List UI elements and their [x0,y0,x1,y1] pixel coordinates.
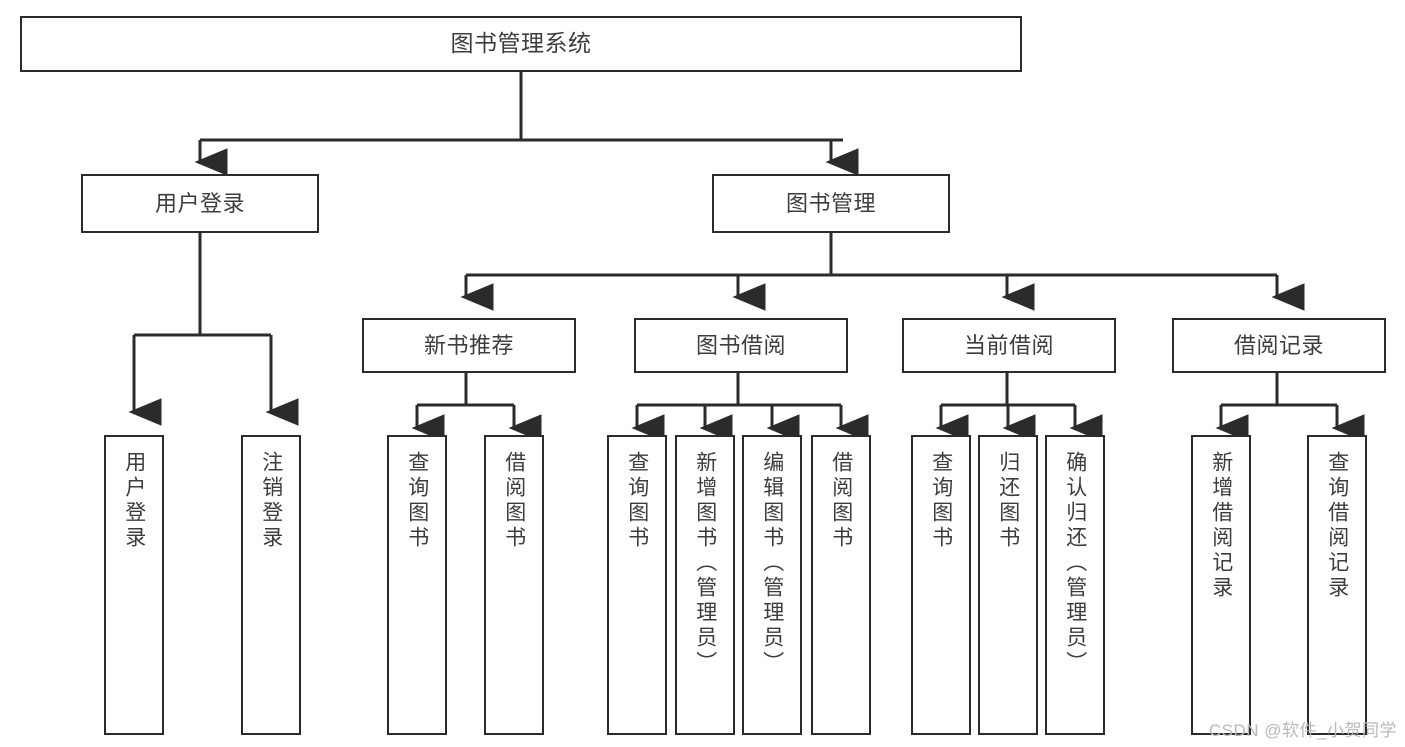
leaf-return-books[interactable]: 归还图书 [978,435,1038,735]
node-current-borrow[interactable]: 当前借阅 [902,318,1116,373]
leaf-borrow-books-label: 借阅图书 [829,451,853,551]
leaf-logout[interactable]: 注销登录 [241,435,301,735]
leaf-borrow-books[interactable]: 借阅图书 [811,435,871,735]
leaf-edit-book-admin[interactable]: 编辑图书（管理员） [742,435,802,735]
leaf-edit-book-admin-label: 编辑图书（管理员） [760,451,784,676]
leaf-add-borrow-record[interactable]: 新增借阅记录 [1191,435,1251,735]
node-book-borrow[interactable]: 图书借阅 [634,318,848,373]
node-book-management-label: 图书管理 [785,190,876,216]
leaf-query-books-current[interactable]: 查询图书 [911,435,971,735]
node-borrow-records[interactable]: 借阅记录 [1172,318,1386,373]
node-new-book-recommend-label: 新书推荐 [423,332,514,358]
leaf-logout-label: 注销登录 [259,451,283,551]
leaf-query-books-borrow[interactable]: 查询图书 [607,435,667,735]
node-user-login-label: 用户登录 [154,190,245,216]
leaf-user-login-label: 用户登录 [122,451,146,551]
leaf-confirm-return-admin[interactable]: 确认归还（管理员） [1045,435,1105,735]
leaf-add-book-admin[interactable]: 新增图书（管理员） [675,435,735,735]
node-new-book-recommend[interactable]: 新书推荐 [362,318,576,373]
leaf-return-books-label: 归还图书 [996,451,1020,551]
leaf-borrow-books-recommend[interactable]: 借阅图书 [484,435,544,735]
watermark-text: CSDN @软件_小贺同学 [1208,721,1397,740]
leaf-confirm-return-admin-label: 确认归还（管理员） [1063,451,1087,676]
leaf-borrow-books-recommend-label: 借阅图书 [502,451,526,551]
leaf-query-books-current-label: 查询图书 [929,451,953,551]
node-book-borrow-label: 图书借阅 [695,332,786,358]
node-root[interactable]: 图书管理系统 [20,16,1022,72]
leaf-query-borrow-record[interactable]: 查询借阅记录 [1307,435,1367,735]
leaf-add-borrow-record-label: 新增借阅记录 [1209,451,1233,601]
node-user-login[interactable]: 用户登录 [81,174,319,233]
node-current-borrow-label: 当前借阅 [963,332,1054,358]
leaf-query-books-recommend[interactable]: 查询图书 [387,435,447,735]
leaf-query-books-borrow-label: 查询图书 [625,451,649,551]
node-root-label: 图书管理系统 [450,30,592,57]
leaf-query-borrow-record-label: 查询借阅记录 [1325,451,1349,601]
leaf-user-login[interactable]: 用户登录 [104,435,164,735]
node-borrow-records-label: 借阅记录 [1233,332,1324,358]
node-book-management[interactable]: 图书管理 [712,174,950,233]
leaf-add-book-admin-label: 新增图书（管理员） [693,451,717,676]
leaf-query-books-recommend-label: 查询图书 [405,451,429,551]
